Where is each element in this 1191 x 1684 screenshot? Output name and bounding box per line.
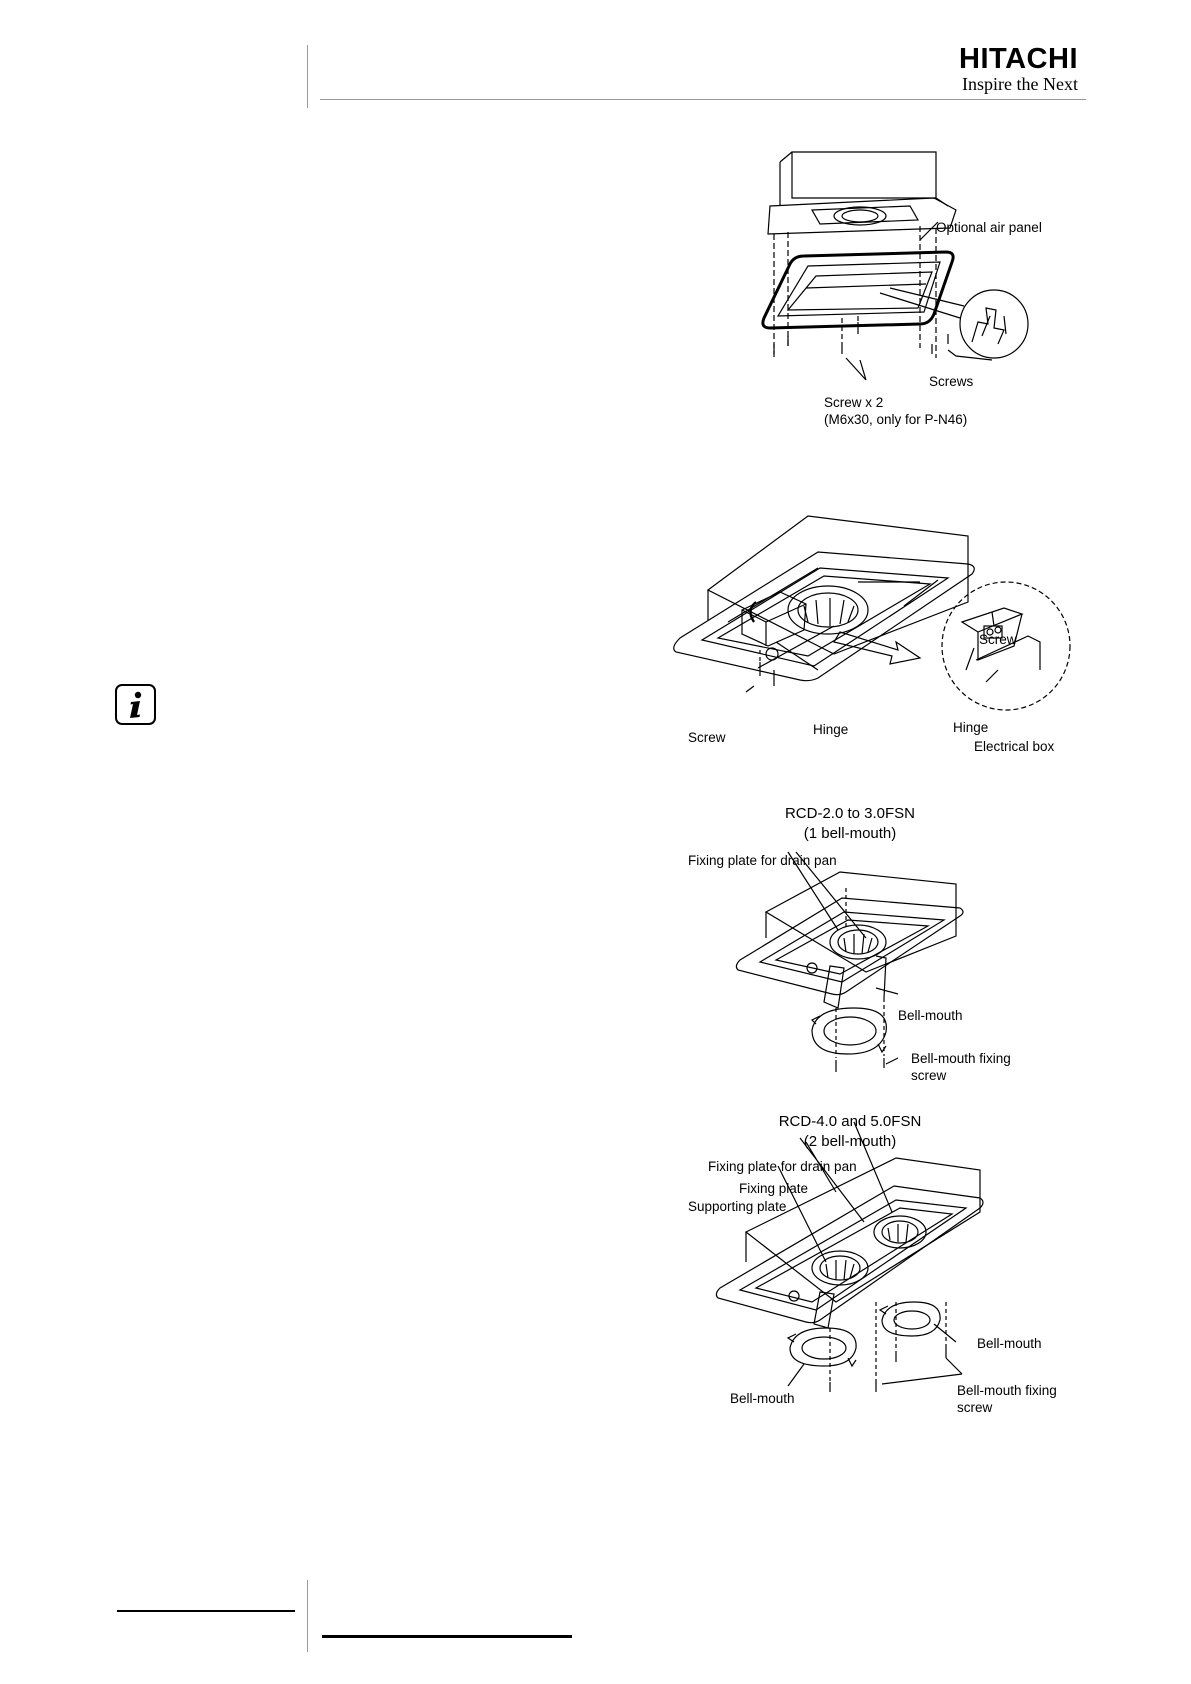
label-bell-mouth-fixing-1a: Bell-mouth fixing [911, 1051, 1011, 1066]
label-screws: Screws [929, 374, 974, 389]
label-electrical-box: Electrical box [974, 739, 1055, 754]
hitachi-logo: HITACHI Inspire the Next [940, 44, 1078, 94]
label-screw-x2: Screw x 2 [824, 395, 884, 410]
electrical-box-diagram [673, 515, 1071, 711]
footer-divider-vertical [307, 1580, 308, 1652]
header-rule [320, 99, 1086, 100]
brand-name: HITACHI [959, 43, 1078, 75]
fig3-title-line1: RCD-2.0 to 3.0FSN [784, 805, 916, 822]
fig3-title-line2: (1 bell-mouth) [803, 825, 897, 842]
brand-tagline: Inspire the Next [962, 74, 1078, 94]
info-glyph-icon [129, 691, 141, 718]
fig4-title-line2: (2 bell-mouth) [803, 1133, 897, 1150]
label-hinge-detail: Hinge [953, 720, 989, 735]
label-bell-mouth-right: Bell-mouth [977, 1336, 1042, 1351]
label-supporting-plate: Supporting plate [688, 1199, 787, 1214]
footer-rule-left [117, 1610, 295, 1612]
one-bellmouth-diagram [735, 851, 964, 1072]
label-fixing-plate-drain-pan-2: Fixing plate for drain pan [708, 1159, 857, 1174]
info-icon [115, 684, 156, 725]
air-panel-diagram [761, 151, 1029, 381]
two-bellmouth-diagram [715, 1121, 984, 1392]
label-screw-left: Screw [688, 730, 726, 745]
label-fixing-plate-drain-pan-1: Fixing plate for drain pan [688, 853, 837, 868]
label-bell-mouth-left: Bell-mouth [730, 1391, 795, 1406]
header-divider-vertical [307, 45, 308, 108]
label-optional-air-panel: Optional air panel [936, 220, 1042, 235]
fig4-title-line1: RCD-4.0 and 5.0FSN [778, 1113, 922, 1130]
footer-rule-right [322, 1635, 572, 1638]
label-screw-x2-note: (M6x30, only for P-N46) [824, 412, 968, 427]
label-screw-detail: Screw [979, 632, 1017, 647]
label-fixing-plate: Fixing plate [739, 1181, 809, 1196]
label-bell-mouth-fixing-1b: screw [911, 1068, 947, 1083]
label-bell-mouth-1: Bell-mouth [898, 1008, 963, 1023]
label-bell-mouth-fixing-2a: Bell-mouth fixing [957, 1383, 1057, 1398]
label-hinge-main: Hinge [813, 722, 849, 737]
label-bell-mouth-fixing-2b: screw [957, 1400, 993, 1415]
